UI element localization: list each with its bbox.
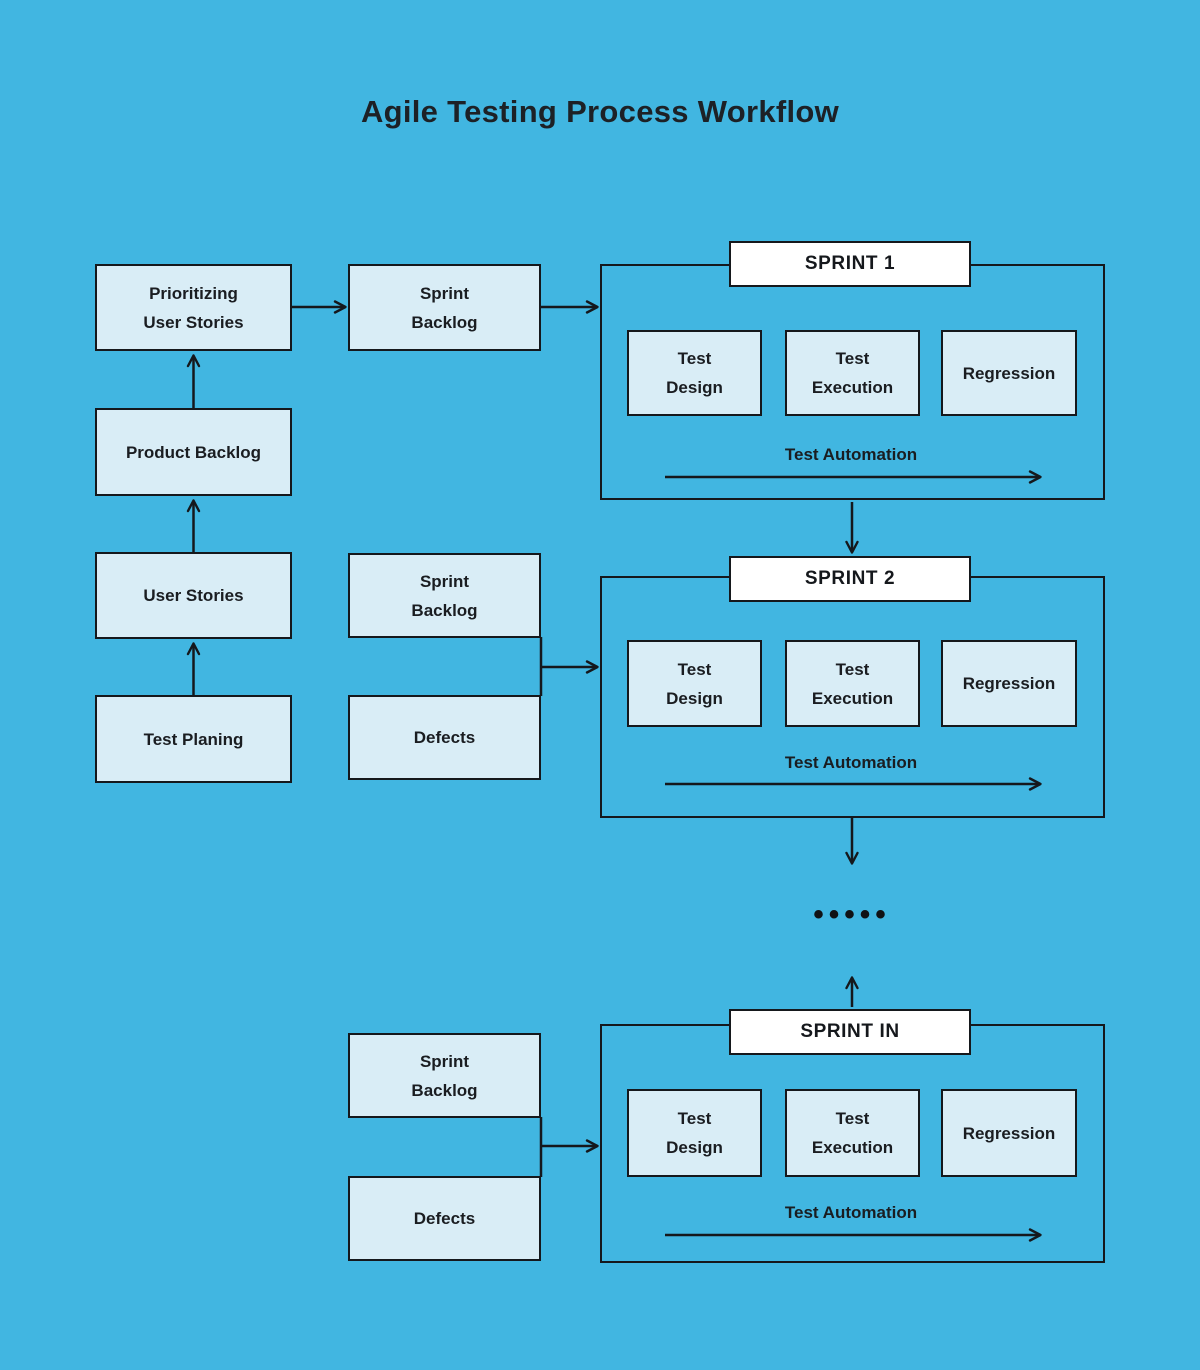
box-sprint2-defects: Defects	[348, 695, 541, 780]
sprint1-stage-test-execution: Test Execution	[785, 330, 920, 416]
sprint2-stage-test-design: Test Design	[627, 640, 762, 727]
box-user-stories: User Stories	[95, 552, 292, 639]
box-sprint-in-sprint-backlog: Sprint Backlog	[348, 1033, 541, 1118]
box-test-planing: Test Planing	[95, 695, 292, 783]
sprint1-stage-test-design: Test Design	[627, 330, 762, 416]
ellipsis-dots: •••••	[813, 898, 891, 931]
box-sprint2-sprint-backlog: Sprint Backlog	[348, 553, 541, 638]
page-title: Agile Testing Process Workflow	[360, 94, 840, 129]
sprint2-header: SPRINT 2	[729, 556, 971, 602]
sprint-in-stage-regression: Regression	[941, 1089, 1077, 1177]
sprint1-stage-regression: Regression	[941, 330, 1077, 416]
box-product-backlog: Product Backlog	[95, 408, 292, 496]
sprint1-test-automation-label: Test Automation	[784, 445, 918, 464]
box-prioritizing-user-stories: Prioritizing User Stories	[95, 264, 292, 351]
sprint-in-stage-test-design: Test Design	[627, 1089, 762, 1177]
sprint-in-stage-test-execution: Test Execution	[785, 1089, 920, 1177]
sprint2-stage-test-execution: Test Execution	[785, 640, 920, 727]
box-sprint-in-defects: Defects	[348, 1176, 541, 1261]
box-sprint1-sprint-backlog: Sprint Backlog	[348, 264, 541, 351]
sprint2-stage-regression: Regression	[941, 640, 1077, 727]
sprint-in-test-automation-label: Test Automation	[784, 1203, 918, 1222]
sprint1-header: SPRINT 1	[729, 241, 971, 287]
sprint-in-header: SPRINT IN	[729, 1009, 971, 1055]
sprint2-test-automation-label: Test Automation	[784, 753, 918, 772]
